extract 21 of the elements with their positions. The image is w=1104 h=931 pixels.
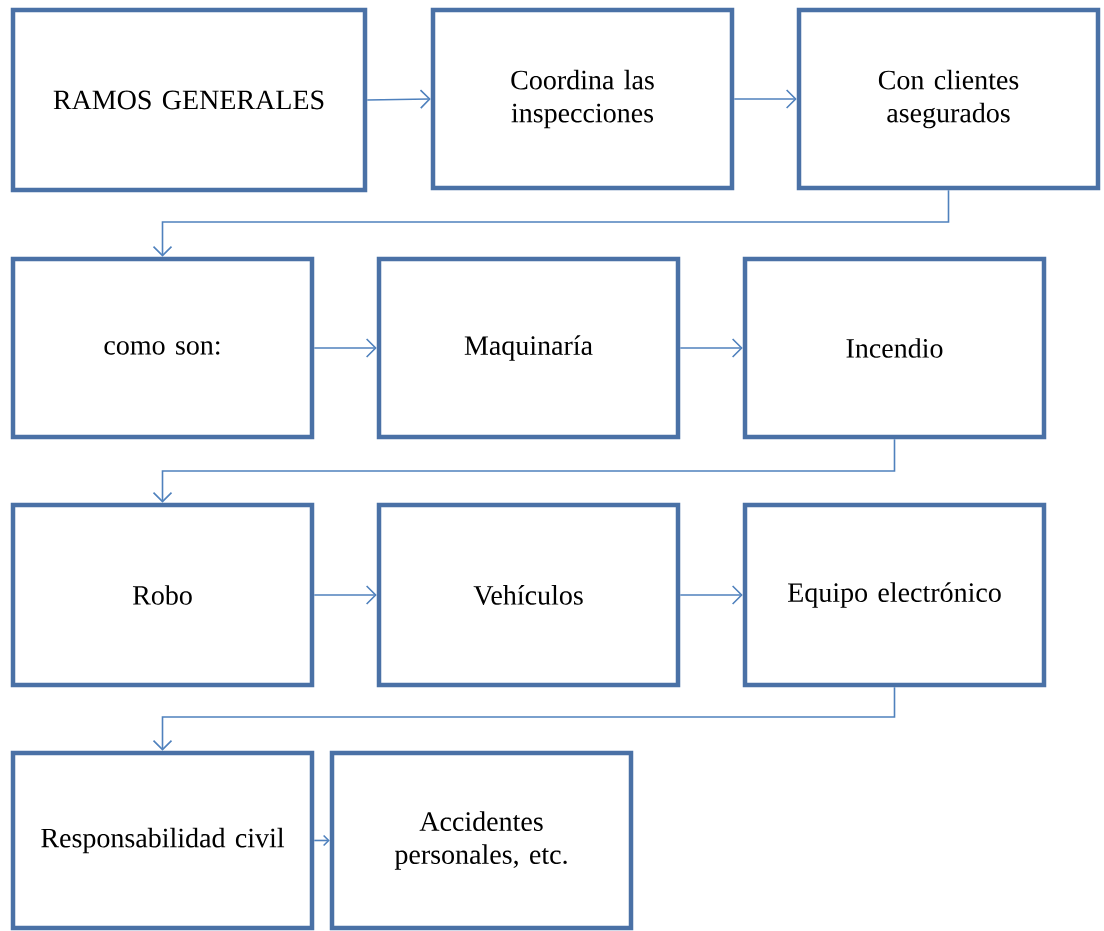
- process-box: Accidentes personales, etc.: [329, 750, 634, 931]
- arrow: [679, 338, 743, 358]
- process-box: como son:: [10, 256, 315, 440]
- process-box: Maquinaría: [376, 256, 681, 440]
- arrow: [733, 89, 797, 109]
- arrow: [152, 189, 950, 257]
- arrow: [313, 338, 377, 358]
- arrow: [152, 686, 896, 751]
- process-box: Responsabilidad civil: [10, 750, 315, 931]
- process-box: Robo: [10, 502, 315, 688]
- process-box: Incendio: [742, 256, 1047, 440]
- process-box: Vehículos: [376, 502, 681, 688]
- arrow: [313, 585, 377, 605]
- process-box: Coordina las inspecciones: [430, 7, 735, 191]
- process-box: Con clientes asegurados: [796, 7, 1101, 191]
- arrow: [313, 834, 330, 847]
- process-box: Equipo electrónico: [742, 502, 1047, 688]
- process-box: RAMOS GENERALES: [10, 7, 368, 193]
- arrow: [366, 89, 431, 109]
- arrow: [679, 585, 743, 605]
- arrow: [152, 438, 896, 503]
